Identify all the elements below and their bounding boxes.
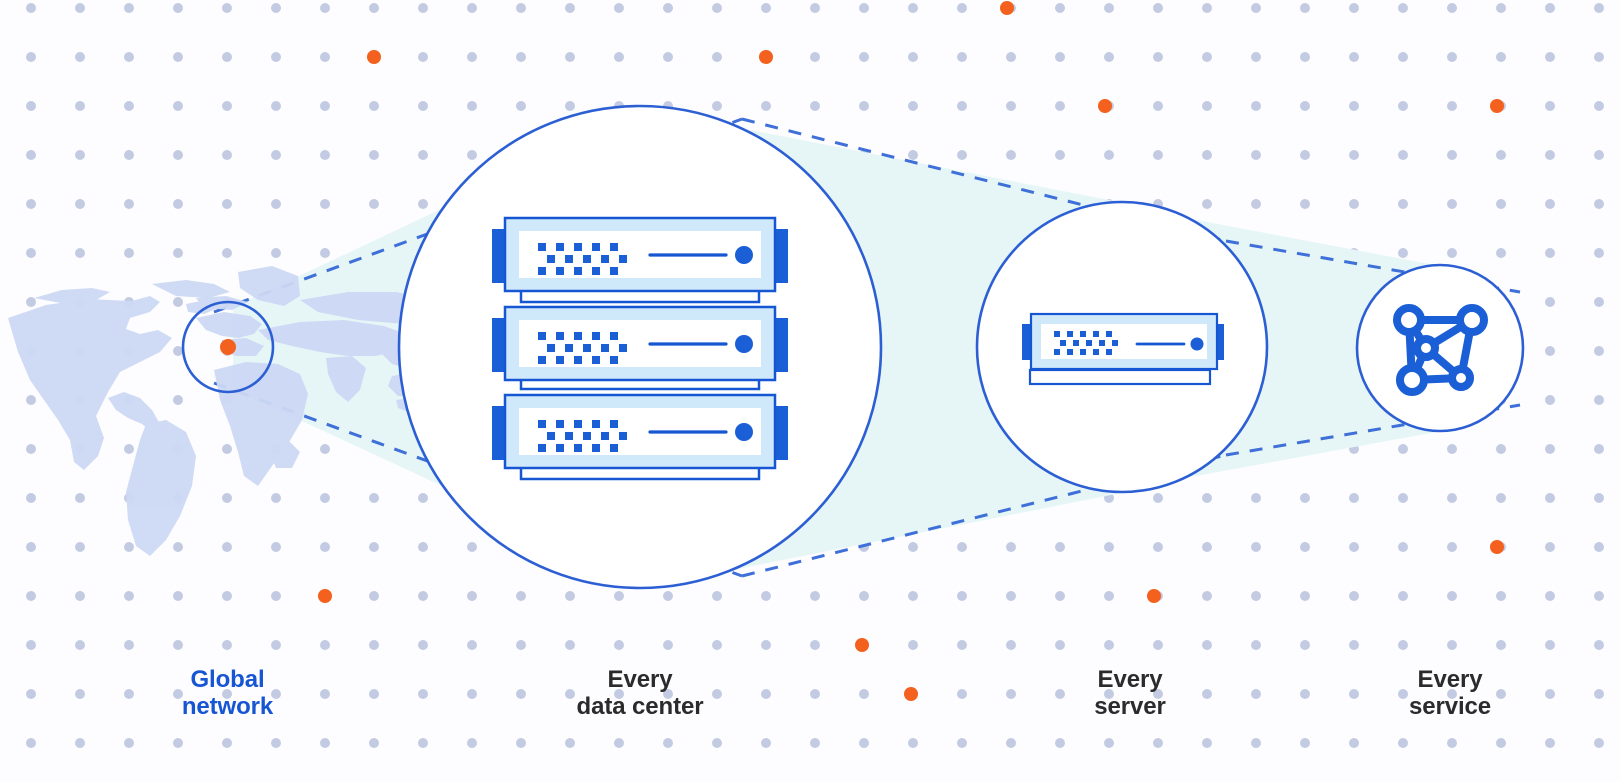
service-graph-nodes bbox=[1393, 304, 1488, 396]
status-led-icon bbox=[735, 423, 753, 441]
global-network-circle[interactable] bbox=[181, 300, 275, 394]
server-base-shelf bbox=[1028, 368, 1212, 386]
stage-label-global-network: Global network bbox=[181, 666, 274, 720]
single-server-icon[interactable] bbox=[1022, 312, 1224, 371]
stage-service[interactable] bbox=[1355, 263, 1525, 433]
stage-server[interactable] bbox=[975, 200, 1269, 494]
orange-accent-dots bbox=[318, 1, 1504, 701]
location-pin-dot bbox=[220, 339, 236, 355]
stage-label-data-center: Every data center bbox=[576, 666, 704, 720]
led-grid-icon bbox=[1054, 331, 1118, 355]
server-unit[interactable] bbox=[492, 216, 788, 293]
led-grid-icon bbox=[538, 332, 627, 364]
stage-label-server: Every server bbox=[1094, 666, 1166, 720]
status-led-icon bbox=[1190, 337, 1204, 351]
server-unit[interactable] bbox=[492, 393, 788, 470]
stage-data-center[interactable] bbox=[397, 104, 883, 590]
led-grid-icon bbox=[538, 420, 627, 452]
led-grid-icon bbox=[538, 243, 627, 275]
status-led-icon bbox=[735, 335, 753, 353]
stage-label-service: Every service bbox=[1408, 666, 1492, 720]
server-unit[interactable] bbox=[492, 305, 788, 382]
service-circle[interactable] bbox=[1355, 263, 1525, 433]
status-led-icon bbox=[735, 246, 753, 264]
